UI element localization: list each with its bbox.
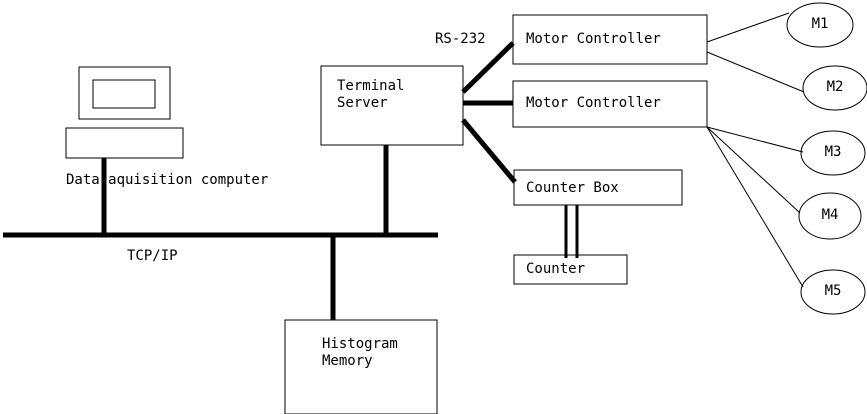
motor-ellipse-m5 (800, 269, 866, 315)
counter-cable-group (564, 205, 579, 258)
terminal-to-motor-controller-1 (461, 41, 515, 94)
motor-label-m4: M4 (821, 207, 839, 223)
motor-controller-2-to-m3 (706, 126, 804, 153)
counter-box (513, 254, 628, 285)
motor-label-m2: M2 (826, 79, 844, 95)
motor-ellipse-group (786, 2, 867, 315)
terminal-server-label-line2: Server (337, 95, 388, 111)
motor-controller-1-label: Motor Controller (526, 31, 661, 47)
motor-ellipse-m2 (802, 65, 867, 111)
histogram-memory-box (284, 319, 438, 414)
counter-box-box (513, 169, 683, 206)
motor-controller-2-to-m4 (706, 126, 801, 214)
motor-ellipse-m3 (800, 130, 866, 176)
counter-box-label: Counter Box (526, 180, 619, 196)
monitor-screen (92, 79, 156, 109)
histogram-memory-label-line1: Histogram (322, 336, 398, 352)
motor-label-m3: M3 (824, 144, 842, 160)
terminal-to-counter-box (461, 118, 517, 184)
motor-controller-2-to-m5 (706, 126, 804, 288)
data-acquisition-computer-caption: Data aquisition computer (66, 172, 269, 188)
motor-label-m5: M5 (824, 283, 842, 299)
rs232-link-label: RS-232 (435, 31, 486, 47)
motor-link-group (706, 12, 805, 288)
terminal-server-label-line1: Terminal (337, 78, 405, 94)
motor-controller-1-to-m1 (706, 12, 790, 43)
computer-base-outline (65, 127, 184, 159)
serial-link-group (461, 41, 517, 184)
motor-label-m1: M1 (811, 16, 829, 32)
bus-drop-group (101, 145, 389, 320)
motor-controller-1-box (512, 14, 708, 65)
counter-label: Counter (526, 261, 586, 277)
monitor-outline (78, 66, 171, 120)
motor-ellipse-m1 (786, 2, 854, 48)
motor-controller-1-to-m2 (706, 51, 805, 93)
histogram-memory-label-line2: Memory (322, 353, 373, 369)
tcpip-bus-label: TCP/IP (127, 248, 178, 264)
motor-ellipse-m4 (798, 192, 862, 240)
motor-controller-2-label: Motor Controller (526, 95, 661, 111)
